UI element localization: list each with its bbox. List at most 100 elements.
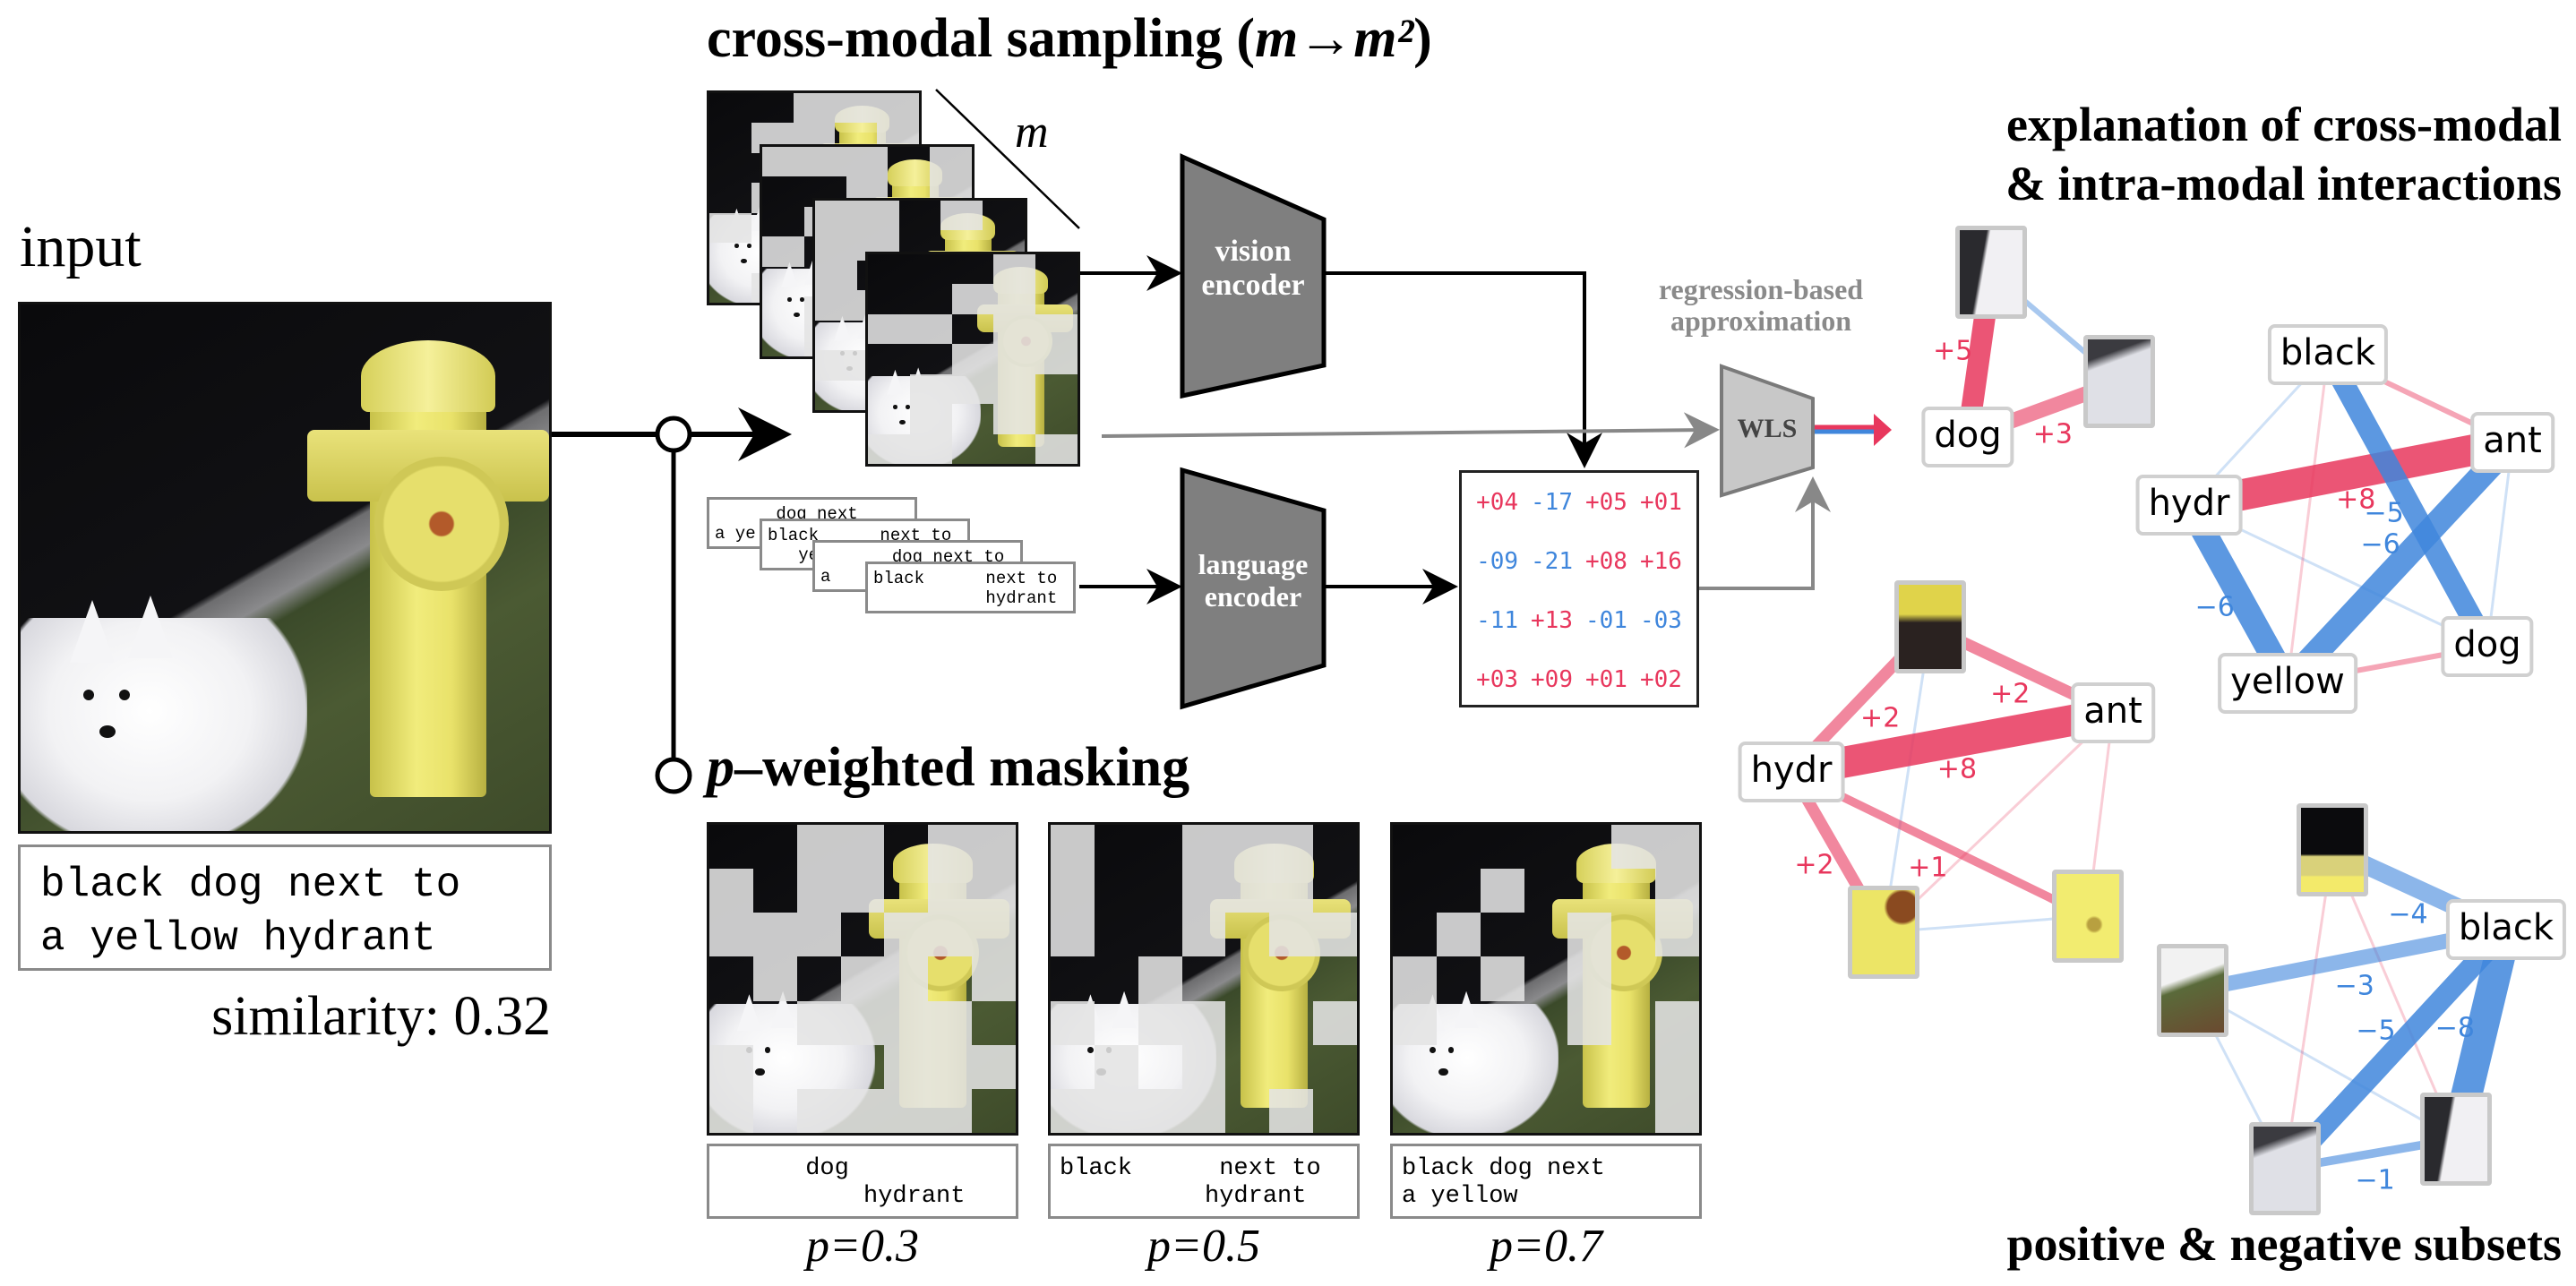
masked-text-sample: black next to hydrant [865,562,1076,613]
matrix-cell: +04 [1476,489,1519,516]
explanation-title-line-1: explanation of cross-modal [2005,98,2562,151]
masked-text-line-2: a [820,567,831,587]
language-encoder-line-1: language [1198,548,1309,580]
image-patch-node[interactable] [2297,803,2368,896]
edge-weight-label: −3 [2334,970,2374,1002]
matrix-row: +04-17+05+01 [1462,473,1696,532]
vision-encoder-line-1: vision [1215,235,1292,268]
interaction-edge [1882,625,1932,934]
edge-weight-label: +2 [1860,702,1901,734]
masked-caption: dog hydrant [707,1144,1018,1219]
edge-weight-label: −6 [2360,528,2400,561]
input-caption-line-1: black dog next to [40,862,461,908]
masking-title-var: p [707,737,734,798]
matrix-cell: -01 [1585,607,1627,634]
masking-title-text: –weighted masking [734,737,1190,798]
interaction-edge [2275,430,2525,696]
masked-caption-line-1: black next to [1060,1155,1321,1182]
matrix-cell: +09 [1531,666,1573,693]
regression-label: regression-based approximation [1627,274,1895,337]
matrix-cell: -21 [1531,548,1573,575]
image-patch-node[interactable] [2083,335,2155,428]
matrix-cell: +01 [1585,666,1627,693]
word-node-yellow[interactable]: yellow [2218,653,2357,714]
masked-text-line-2: hydrant [873,588,1058,608]
matrix-cell: -11 [1476,607,1519,634]
masked-caption-line-2: hydrant [1060,1183,1307,1210]
junction-node-bottom [655,757,692,794]
interaction-edge [2486,441,2514,648]
edge-weight-label: +3 [2032,418,2073,450]
masked-caption-line-2: a yellow [1402,1183,1518,1210]
interaction-edge [2331,848,2458,1141]
word-node-black[interactable]: black [2267,324,2389,385]
arrow-matrix-to-wls [1698,476,1831,590]
interaction-edge [1882,711,2115,934]
interaction-matrix: +04-17+05+01-09-21+08+16-11+13-01-03+03+… [1459,470,1699,707]
image-patch-node[interactable] [2157,944,2228,1037]
edge-weight-label: +8 [2336,484,2376,516]
masked-caption-line-1: dog [718,1155,849,1182]
similarity-score: similarity: 0.32 [211,986,551,1047]
interaction-edge [2173,426,2529,521]
wls-label: WLS [1737,414,1798,443]
matrix-cell: -03 [1639,607,1682,634]
input-caption-line-2: a yellow hydrant [40,915,436,962]
matrix-cell: +08 [1585,548,1627,575]
language-encoder-label: language encoder [1182,548,1324,613]
image-patch-node[interactable] [1955,226,2027,319]
image-patch-node[interactable] [2420,1093,2492,1186]
vision-encoder-label: vision encoder [1182,235,1324,303]
image-patch-node[interactable] [1848,886,1919,979]
language-encoder-shape [1180,467,1327,710]
interaction-edge [2283,848,2334,1170]
masked-text-line-1: black next to [873,569,1058,588]
wls-output-arrowhead [1874,414,1892,446]
edge-weight-label: +2 [1990,678,2031,710]
masking-title: p–weighted masking [707,736,1189,800]
matrix-cell: +03 [1476,666,1519,693]
matrix-row: -11 +13 -01 -03 [1462,591,1696,650]
edge-weight-label: −4 [2388,898,2428,930]
explanation-title: explanation of cross-modal & intra-modal… [2005,95,2562,213]
word-node-dog[interactable]: dog [1921,407,2014,467]
word-node-black[interactable]: black [2445,899,2567,960]
matrix-cell: +13 [1531,607,1573,634]
vision-encoder-line-2: encoder [1201,269,1305,302]
matrix-cell: +02 [1639,666,1682,693]
word-node-hydr[interactable]: hydr [1738,742,1845,802]
matrix-row: -09 -21 +08 +16 [1462,532,1696,591]
interaction-edge [2191,989,2458,1141]
mask-probability-label: p=0.3 [805,1221,920,1272]
regression-label-line-1: regression-based [1658,273,1864,305]
sampling-title-text: cross-modal sampling ( [707,8,1256,69]
edge-weight-label: −5 [2356,1015,2396,1047]
language-encoder-line-2: encoder [1204,580,1302,613]
vision-encoder-shape [1180,153,1327,399]
word-node-hydr[interactable]: hydr [2135,475,2243,536]
stack-size-label: m [1015,107,1049,158]
matrix-cell: +16 [1639,548,1682,575]
matrix-cell: -17 [1531,489,1573,516]
wls-shape [1720,364,1815,498]
edge-weight-label: −5 [2364,497,2404,529]
mask-probability-label: p=0.5 [1146,1221,1261,1272]
masked-text-line-2: a ye [715,524,756,544]
word-node-ant[interactable]: ant [2071,682,2155,743]
matrix-row: +03 +09 +01 +02 [1462,650,1696,709]
word-node-dog[interactable]: dog [2441,616,2534,677]
arrow-masks-to-wls [1101,412,1720,449]
mask-probability-label: p=0.7 [1489,1221,1603,1272]
masked-image-p1 [1048,822,1360,1136]
image-patch-node[interactable] [2249,1122,2321,1215]
image-patch-node[interactable] [2052,870,2124,963]
word-node-ant[interactable]: ant [2470,412,2555,473]
masked-caption-line-1: black dog next [1402,1155,1605,1182]
matrix-cell: -09 [1476,548,1519,575]
masked-image-sample [865,252,1080,467]
image-patch-node[interactable] [1894,580,1966,673]
masked-caption-line-2: hydrant [718,1183,966,1210]
input-image [18,302,552,834]
